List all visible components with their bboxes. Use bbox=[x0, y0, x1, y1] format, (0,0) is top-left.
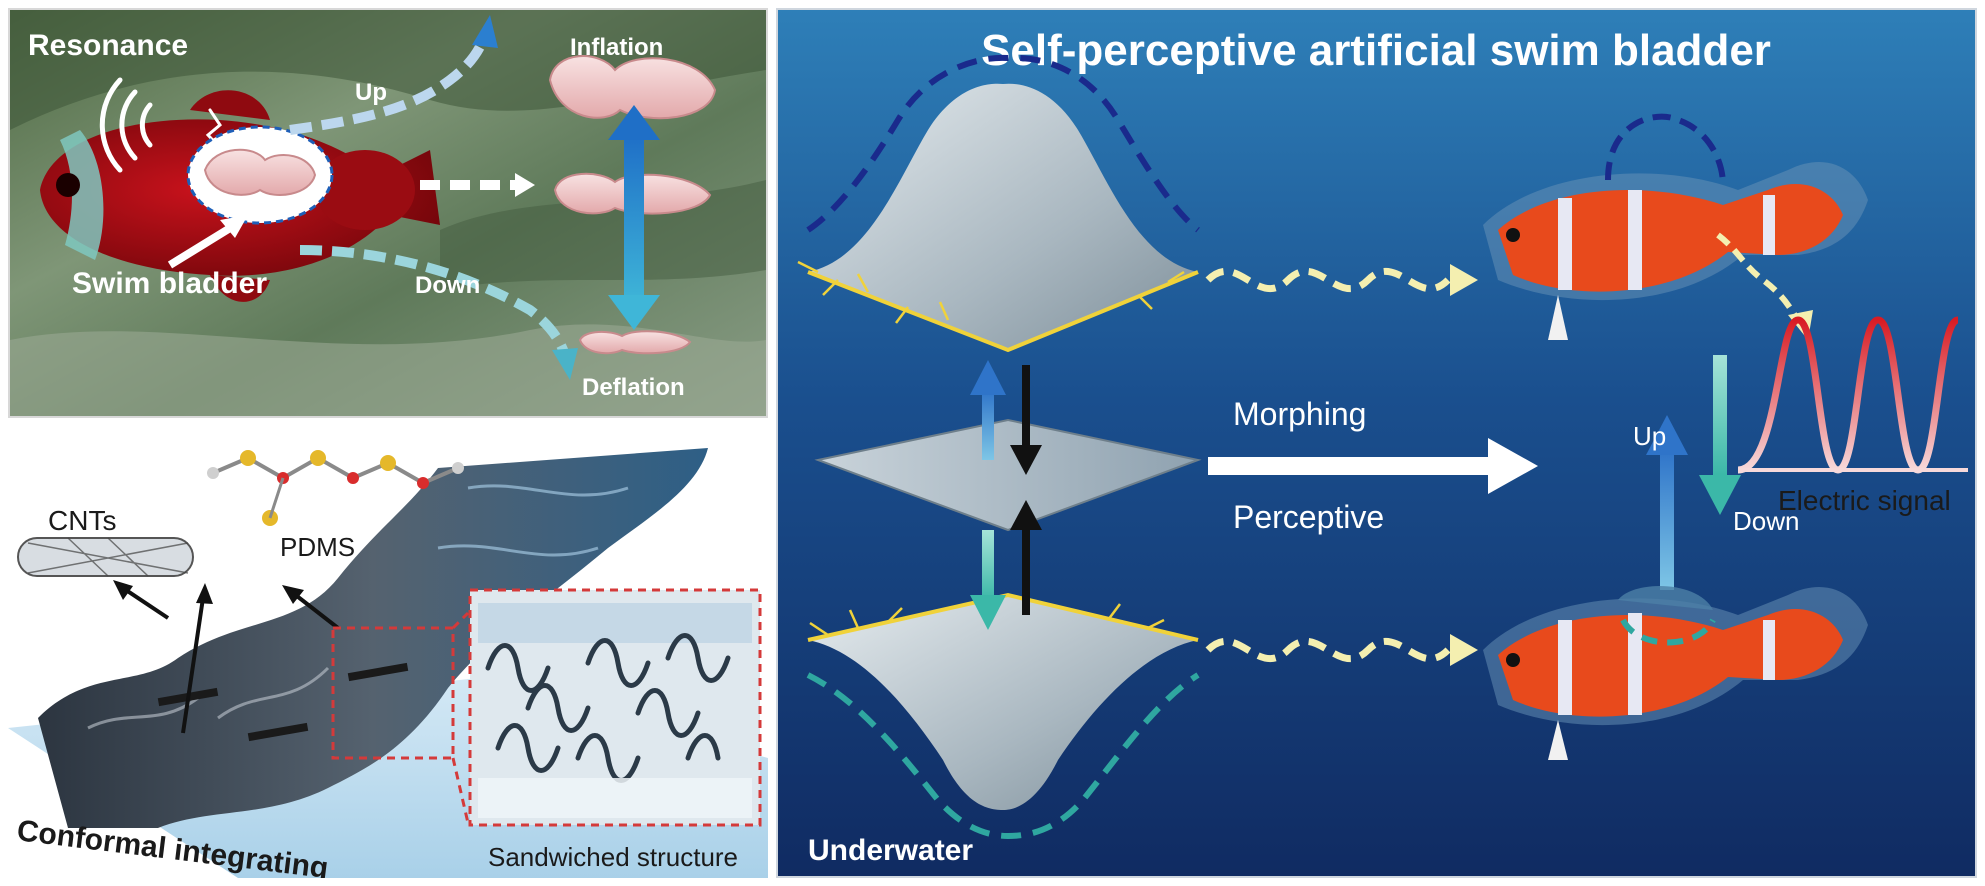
sandwiched-structure-inset bbox=[468, 588, 762, 827]
pointer-arrows bbox=[113, 580, 340, 734]
label-deflation: Deflation bbox=[582, 374, 685, 401]
morph-arrows bbox=[970, 360, 1042, 630]
morphing-arrow bbox=[1208, 438, 1538, 494]
label-underwater: Underwater bbox=[808, 834, 973, 867]
label-electric-signal: Electric signal bbox=[1778, 485, 1951, 516]
flat-sheet bbox=[814, 418, 1202, 532]
zoom-region-box bbox=[331, 626, 455, 760]
down-arrow bbox=[299, 245, 578, 380]
label-down: Down bbox=[1733, 506, 1799, 536]
label-swim-bladder: Swim bladder bbox=[72, 267, 267, 300]
robot-fish-bottom bbox=[1483, 586, 1868, 760]
label-down: Down bbox=[415, 272, 480, 299]
signal-path-arrow bbox=[1716, 232, 1801, 322]
deflated-dome bbox=[806, 592, 1200, 840]
panel-material-structure: CNTs PDMS bbox=[8, 428, 768, 878]
signal-arrow-bottom bbox=[1205, 634, 1478, 666]
label-pdms: PDMS bbox=[280, 532, 355, 562]
panel-natural-fish-graphic: Resonance Swim bladder Up bbox=[10, 10, 766, 416]
fish-vertical-arrows bbox=[1646, 355, 1741, 590]
label-resonance: Resonance bbox=[28, 29, 188, 62]
label-cnts: CNTs bbox=[48, 505, 116, 536]
label-perceptive: Perceptive bbox=[1233, 499, 1384, 535]
electric-signal-plot bbox=[1737, 316, 1968, 474]
panel-artificial-bladder-graphic: Self-perceptive artificial swim bladder bbox=[778, 10, 1975, 876]
panel-title: Self-perceptive artificial swim bladder bbox=[981, 26, 1771, 75]
pdms-molecule-icon bbox=[207, 450, 464, 526]
cnt-tube-icon bbox=[17, 537, 194, 577]
pointer-arrow bbox=[167, 221, 238, 269]
label-up: Up bbox=[1633, 421, 1666, 451]
panel-artificial-bladder: Self-perceptive artificial swim bladder bbox=[776, 8, 1977, 878]
inflated-outline-dash bbox=[806, 54, 1200, 233]
bladder-inflated bbox=[548, 55, 717, 120]
panel-natural-fish: Resonance Swim bladder Up bbox=[8, 8, 768, 418]
inflated-dome bbox=[797, 54, 1200, 353]
panel-material-structure-graphic: CNTs PDMS bbox=[8, 428, 768, 878]
up-arrow bbox=[289, 15, 498, 135]
cnt-pdms-film bbox=[38, 448, 708, 828]
label-inflation: Inflation bbox=[570, 34, 663, 61]
signal-arrow-top bbox=[1205, 264, 1478, 296]
deflated-outline-dash bbox=[806, 672, 1200, 840]
vertical-double-arrow bbox=[608, 105, 660, 330]
robot-fish-top bbox=[1483, 113, 1868, 340]
label-sandwiched-structure: Sandwiched structure bbox=[488, 842, 738, 872]
label-up: Up bbox=[355, 79, 387, 106]
label-morphing: Morphing bbox=[1233, 396, 1366, 432]
bladder-deflated bbox=[578, 330, 692, 355]
middle-arrow bbox=[420, 173, 535, 197]
swim-bladder-inset bbox=[186, 125, 334, 225]
